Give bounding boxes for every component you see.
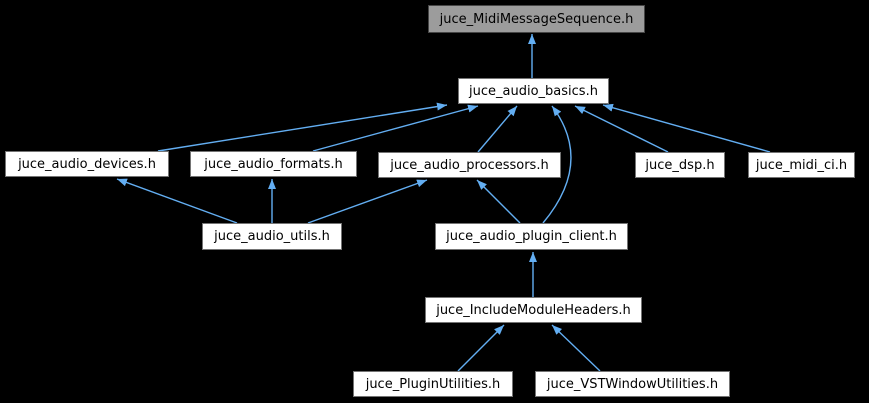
- node-juce_dsp_h[interactable]: juce_dsp.h: [635, 152, 725, 178]
- edge-juce_audio_devices_h-to-juce_audio_basics_h: [157, 102, 448, 152]
- edge-juce_audio_utils_h-to-juce_audio_devices_h: [116, 178, 238, 224]
- node-juce_IncludeModuleHeaders_h[interactable]: juce_IncludeModuleHeaders.h: [425, 297, 642, 323]
- edge-juce_midi_ci_h-to-juce_audio_basics_h: [602, 103, 771, 153]
- node-juce_midi_ci_h[interactable]: juce_midi_ci.h: [748, 152, 855, 178]
- edge-juce_audio_utils_h-to-juce_audio_processors_h: [307, 179, 428, 224]
- node-juce_VSTWindowUtilities_h[interactable]: juce_VSTWindowUtilities.h: [535, 371, 730, 397]
- edge-juce_audio_plugin_client_h-to-juce_audio_basics_h: [542, 105, 572, 224]
- node-juce_audio_basics_h[interactable]: juce_audio_basics.h: [458, 78, 609, 104]
- node-juce_audio_formats_h[interactable]: juce_audio_formats.h: [190, 151, 357, 177]
- edge-juce_audio_formats_h-to-juce_audio_basics_h: [312, 104, 479, 152]
- edge-juce_audio_processors_h-to-juce_audio_basics_h: [477, 105, 518, 153]
- edge-juce_VSTWindowUtilities_h-to-juce_IncludeModuleHeaders_h: [551, 324, 601, 372]
- edge-juce_audio_plugin_client_h-to-juce_audio_processors_h: [476, 179, 521, 224]
- edge-juce_PluginUtilities_h-to-juce_IncludeModuleHeaders_h: [457, 324, 505, 372]
- edge-juce_dsp_h-to-juce_audio_basics_h: [574, 105, 669, 153]
- node-juce_audio_processors_h[interactable]: juce_audio_processors.h: [378, 152, 561, 178]
- node-juce_audio_utils_h[interactable]: juce_audio_utils.h: [202, 223, 342, 250]
- node-juce_audio_plugin_client_h[interactable]: juce_audio_plugin_client.h: [435, 223, 628, 250]
- node-juce_audio_devices_h[interactable]: juce_audio_devices.h: [5, 151, 169, 177]
- node-juce_MidiMessageSequence_h[interactable]: juce_MidiMessageSequence.h: [428, 5, 645, 33]
- node-juce_PluginUtilities_h[interactable]: juce_PluginUtilities.h: [353, 371, 513, 397]
